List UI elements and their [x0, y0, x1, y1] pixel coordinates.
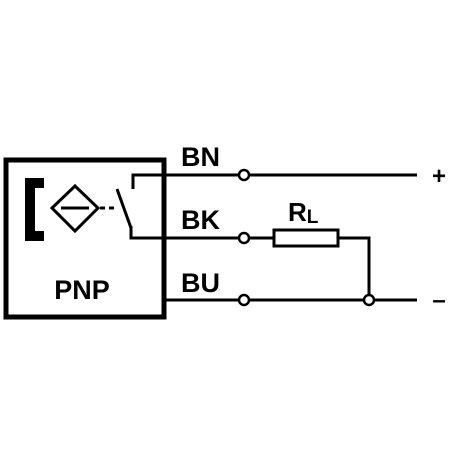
junction-node [362, 293, 376, 307]
load-resistor-icon [272, 228, 340, 248]
polarity-positive-label: + [432, 163, 446, 190]
terminal-bn [237, 168, 251, 182]
switch-contact-icon [115, 173, 244, 240]
wire-label-bu: BU [181, 268, 220, 298]
sensor-type-label: PNP [54, 275, 110, 305]
terminal-bk [237, 231, 251, 245]
wire-label-bn: BN [181, 142, 220, 172]
load-label-sub: L [307, 207, 319, 228]
sensing-face-icon [25, 178, 44, 241]
terminal-bu [237, 293, 251, 307]
load-wire-out [338, 236, 371, 295]
detector-diamond-icon [49, 183, 101, 234]
load-label: RL [288, 197, 319, 228]
polarity-negative-label: – [432, 287, 445, 314]
load-label-main: R [288, 197, 307, 227]
wire-label-bk: BK [181, 205, 220, 235]
